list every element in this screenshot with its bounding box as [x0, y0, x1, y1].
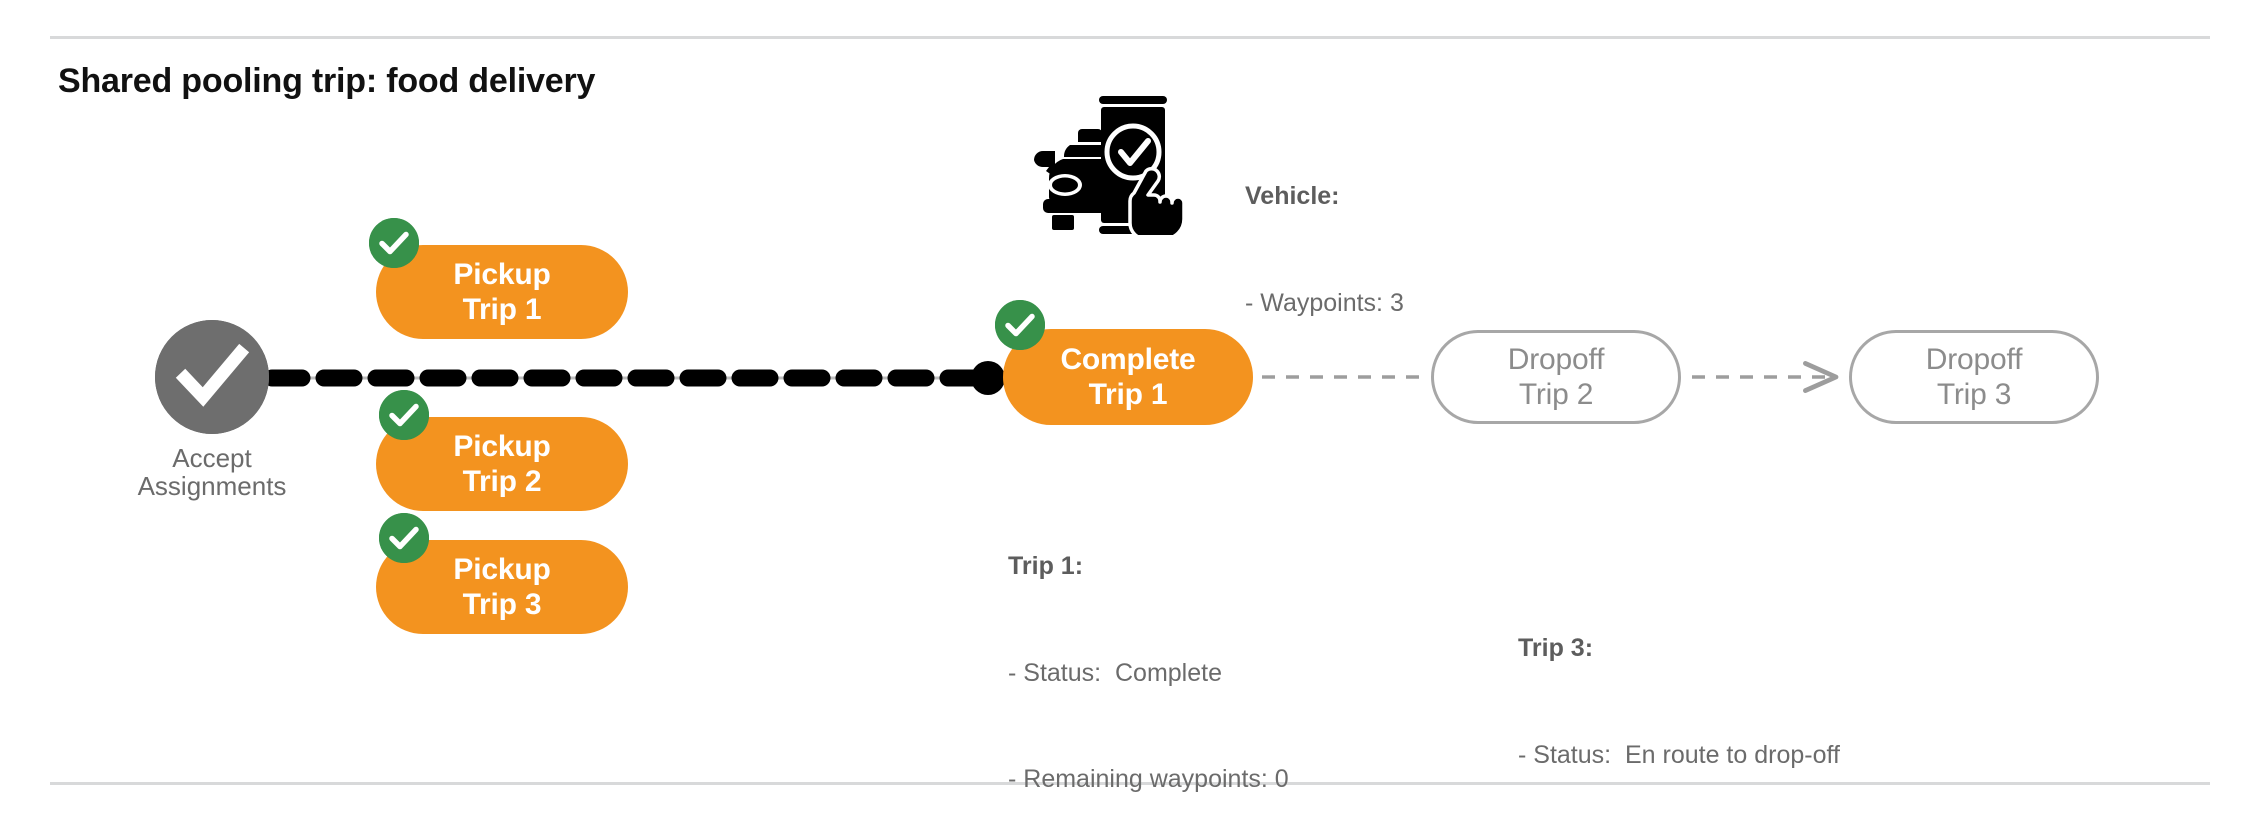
node-dropoff-trip-2-line-1: Dropoff [1507, 342, 1605, 376]
divider-bottom [50, 782, 2210, 785]
accept-label-line-1: Accept [172, 443, 252, 473]
green-check-badge-complete-1 [995, 300, 1045, 350]
vehicle-heading-colon: : [1331, 182, 1340, 210]
node-dropoff-trip-3[interactable]: Dropoff Trip 3 [1849, 330, 2099, 424]
node-complete-trip-1-line-1: Complete [1060, 342, 1196, 376]
node-accept-assignments-label: Accept Assignments [113, 444, 311, 500]
trip-3-status-line: - Status: En route to drop-off [1518, 740, 1840, 769]
green-check-badge-pickup-2 [379, 390, 429, 440]
trip-details-left-block: Trip 1: - Status: Complete - Remaining w… [1008, 478, 1330, 825]
node-pickup-trip-2-line-2: Trip 2 [462, 465, 542, 498]
node-pickup-trip-3-line-1: Pickup [453, 552, 551, 586]
node-pickup-trip-1-line-1: Pickup [453, 257, 551, 291]
trip-1-heading: Trip 1 [1008, 552, 1075, 580]
vehicle-waypoints-line: - Waypoints: 3 [1245, 288, 1404, 317]
node-accept-assignments[interactable]: Accept Assignments [138, 320, 286, 500]
page-title: Shared pooling trip: food delivery [58, 62, 596, 100]
node-complete-trip-1[interactable]: Complete Trip 1 [1003, 329, 1253, 425]
node-dropoff-trip-2[interactable]: Dropoff Trip 2 [1431, 330, 1681, 424]
trip-1-waypoints-line: - Remaining waypoints: 0 [1008, 765, 1289, 793]
trip-1-status-line: - Status: Complete [1008, 658, 1222, 687]
node-pickup-trip-3-line-2: Trip 3 [462, 588, 542, 621]
accept-label-line-2: Assignments [137, 471, 287, 502]
node-pickup-trip-1-line-2: Trip 1 [462, 293, 542, 326]
junction-dot [971, 361, 1005, 395]
green-check-badge-pickup-1 [369, 218, 419, 268]
trip-3-heading-colon: : [1584, 634, 1594, 662]
trip-details-right-block: Trip 3: - Status: En route to drop-off -… [1518, 560, 1840, 825]
green-check-badge-pickup-3 [379, 513, 429, 563]
car-phone-check-icon [1030, 85, 1195, 235]
check-circle-icon [155, 320, 269, 434]
vehicle-info-block: Vehicle: - Waypoints: 3 [1245, 108, 1404, 392]
node-dropoff-trip-3-line-1: Dropoff [1925, 342, 2023, 376]
trip-3-heading: Trip 3 [1518, 634, 1585, 662]
divider-top [50, 36, 2210, 39]
trip-1-heading-colon: : [1074, 552, 1084, 580]
node-dropoff-trip-3-line-2: Trip 3 [1936, 378, 2012, 411]
vehicle-heading: Vehicle [1245, 182, 1332, 210]
node-pickup-trip-2-line-1: Pickup [453, 429, 551, 463]
node-pickup-trip-1[interactable]: Pickup Trip 1 [376, 245, 628, 339]
node-complete-trip-1-line-2: Trip 1 [1088, 378, 1168, 411]
node-dropoff-trip-2-line-2: Trip 2 [1518, 378, 1594, 411]
